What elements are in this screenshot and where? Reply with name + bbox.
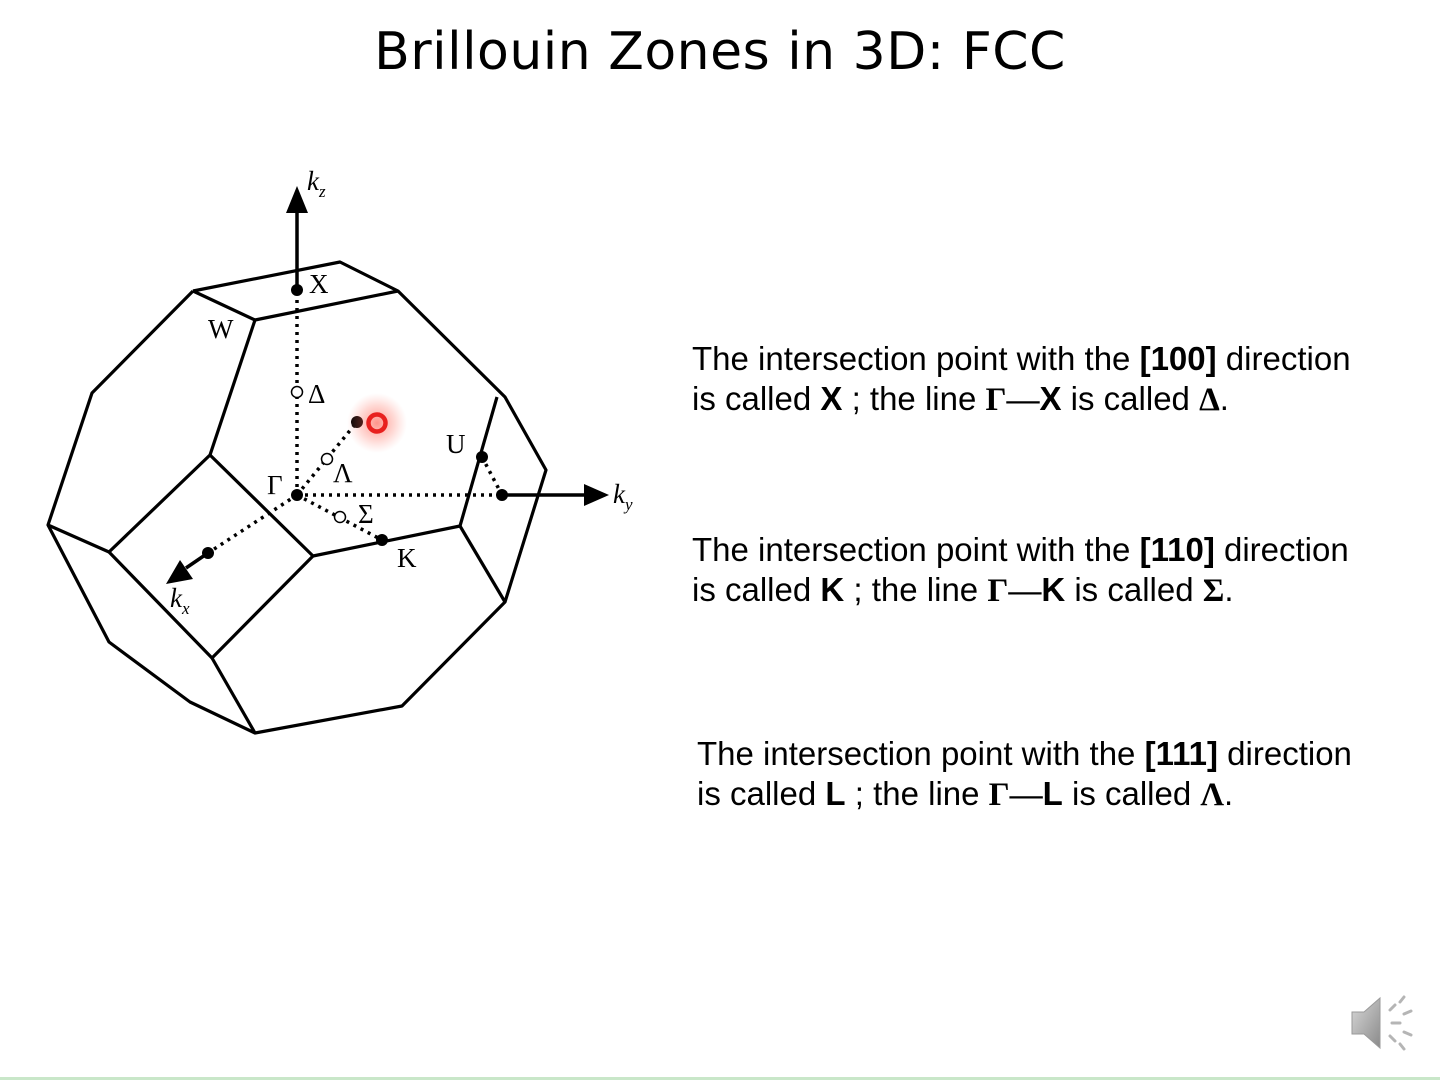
paragraph-111-line2: is called L ; the line Γ—L is called Λ. xyxy=(697,775,1234,813)
point-X xyxy=(291,284,303,296)
label-ky: ky xyxy=(613,479,633,514)
ky-arrowhead xyxy=(584,484,609,506)
point-Gamma xyxy=(291,489,303,501)
label-K: K xyxy=(397,543,417,573)
paragraph-111-line1: The intersection point with the [111] di… xyxy=(697,735,1352,772)
speaker-icon[interactable] xyxy=(1348,990,1420,1056)
paragraph-100-line2: is called X ; the line Γ—X is called Δ. xyxy=(692,380,1229,418)
label-Delta: Δ xyxy=(308,379,325,409)
label-Lambda: Λ xyxy=(333,458,353,488)
bottom-divider xyxy=(0,1077,1440,1080)
line-midpoints xyxy=(290,385,347,524)
paragraph-110-line1: The intersection point with the [110] di… xyxy=(692,531,1349,568)
label-Gamma: Γ xyxy=(267,470,283,500)
paragraph-110-line2: is called K ; the line Γ—K is called Σ. xyxy=(692,571,1234,609)
point-Delta xyxy=(290,385,304,399)
point-Lambda xyxy=(320,452,334,466)
label-kz: kz xyxy=(307,166,326,201)
label-kx: kx xyxy=(170,583,190,618)
point-kx-end xyxy=(202,547,214,559)
point-ky-end xyxy=(496,489,508,501)
label-W: W xyxy=(208,314,234,344)
brillouin-zone-diagram: kz ky kx X W U K Γ Δ Λ Σ xyxy=(46,166,633,735)
point-Sigma xyxy=(333,510,347,524)
laser-pointer xyxy=(347,393,407,453)
paragraph-111: The intersection point with the [111] di… xyxy=(697,734,1352,815)
label-Sigma: Σ xyxy=(358,499,374,529)
label-U: U xyxy=(446,429,466,459)
point-K xyxy=(376,534,388,546)
point-U xyxy=(476,451,488,463)
polyhedron-edges xyxy=(46,260,548,735)
paragraph-110: The intersection point with the [110] di… xyxy=(692,530,1349,611)
kx-arrowhead xyxy=(166,560,193,584)
paragraph-100-line1: The intersection point with the [100] di… xyxy=(692,340,1351,377)
label-X: X xyxy=(309,269,329,299)
slide-title: Brillouin Zones in 3D: FCC xyxy=(374,22,1066,82)
kz-arrowhead xyxy=(286,186,308,213)
axes xyxy=(166,186,609,584)
paragraph-100: The intersection point with the [100] di… xyxy=(692,339,1351,420)
